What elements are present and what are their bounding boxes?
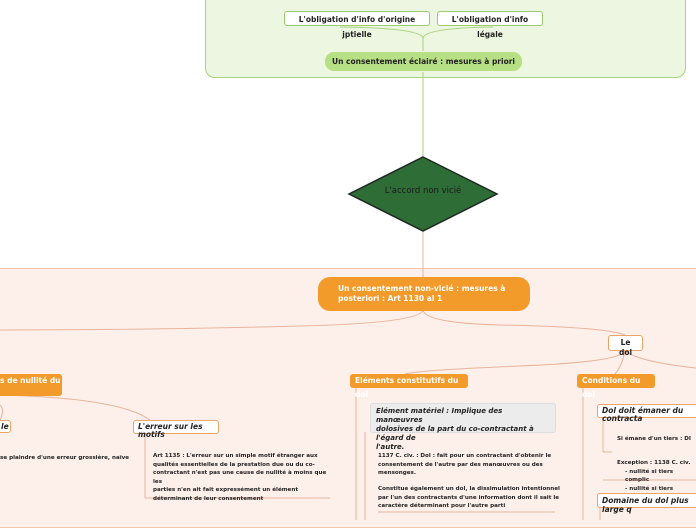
element-materiel-line: dolosives de la part du co-contractant à… <box>376 425 534 442</box>
obligation-info-legale-node[interactable]: L'obligation d'info légale <box>437 11 543 39</box>
art1137-line: mensonges. <box>378 470 417 476</box>
conditions-dol-node[interactable]: Conditions du dol <box>577 374 655 399</box>
dissimulation-text: Constitue également un dol, la dissimula… <box>378 485 568 511</box>
consentement-non-vicie-line1: Un consentement non-vicié : mesures à <box>338 284 506 293</box>
obligation-info-legale-label: L'obligation d'info légale <box>451 15 529 39</box>
exception-line: Exception : 1138 C. civ. <box>617 460 691 466</box>
art1135-line: qualités essentielles de la prestation d… <box>153 461 315 468</box>
element-materiel-node[interactable]: Elément matériel : Implique des manœuvre… <box>370 403 556 451</box>
accord-non-vicie-title[interactable]: L'accord non vicié <box>384 186 462 196</box>
art1135-line: contractant n'est pas une cause de nulli… <box>153 470 327 485</box>
erreur-motifs-label: L'erreur sur les motifs <box>138 422 203 439</box>
consentement-eclaire-node[interactable]: Un consentement éclairé : mesures à prio… <box>325 52 522 71</box>
domaine-dol-label: Domaine du dol plus large q <box>602 496 689 514</box>
conditions-dol-label: Conditions du dol <box>582 376 641 399</box>
erreur-label: le <box>1 422 9 431</box>
element-materiel-line: Elément matériel : Implique des manœuvre… <box>376 407 503 424</box>
exception-line: - nullité si tiers complic <box>625 468 674 484</box>
central-diamond-shape <box>347 156 499 232</box>
elements-constitutifs-label: Eléments constitutifs du dol <box>355 376 459 399</box>
consentement-non-vicie-line2: posteriori : Art 1130 al 1 <box>338 294 443 303</box>
dol-emaner-node[interactable]: Dol doit émaner du contracta <box>597 404 696 423</box>
erreur-node[interactable]: le <box>0 420 11 433</box>
art1135-line: Art 1135 : L'erreur sur un simple motif … <box>153 453 318 459</box>
dissimulation-line: caractère déterminant pour l'autre parti <box>378 503 506 509</box>
art1137-text: 1137 C. civ. : Dol : fait pour un contra… <box>378 452 563 478</box>
art1137-line: 1137 C. civ. : Dol : fait pour un contra… <box>378 453 552 459</box>
obligation-info-jptielle-label: L'obligation d'info d'origine jptielle <box>298 15 416 39</box>
le-dol-node[interactable]: Le dol <box>608 335 643 357</box>
bottom-section-panel <box>0 268 696 528</box>
art1135-text: Art 1135 : L'erreur sur un simple motif … <box>153 452 333 503</box>
dissimulation-line: par l'un des contractants d'une informat… <box>378 494 560 501</box>
le-dol-label: Le dol <box>618 338 633 357</box>
art1135-line: déterminant de leur consentement <box>153 495 264 502</box>
consentement-eclaire-label: Un consentement éclairé : mesures à prio… <box>331 57 516 66</box>
erreur-motifs-node[interactable]: L'erreur sur les motifs <box>133 420 219 439</box>
causes-nullite-node[interactable]: s de nullité du <box>0 374 62 396</box>
consentement-non-vicie-node[interactable]: Un consentement non-vicié : mesures à po… <box>318 277 530 311</box>
dol-emaner-label: Dol doit émaner du contracta <box>602 406 684 423</box>
element-materiel-line: l'autre. <box>376 443 405 451</box>
domaine-dol-node[interactable]: Domaine du dol plus large q <box>597 493 696 514</box>
art1137-line: consentement de l'autre par des manœuvre… <box>378 461 543 468</box>
obligation-info-jptielle-node[interactable]: L'obligation d'info d'origine jptielle <box>284 11 430 39</box>
art1135-line: parties n'en ait fait expressément un él… <box>153 487 299 493</box>
elements-constitutifs-node[interactable]: Eléments constitutifs du dol <box>350 374 468 399</box>
dissimulation-line: Constitue également un dol, la dissimula… <box>378 486 560 492</box>
causes-nullite-label: s de nullité du <box>0 376 61 385</box>
erreur-grossiere-text: se plaindre d'une erreur grossière, naïv… <box>0 455 130 461</box>
si-emane-tiers-text: Si émane d'un tiers : DI <box>617 436 691 442</box>
